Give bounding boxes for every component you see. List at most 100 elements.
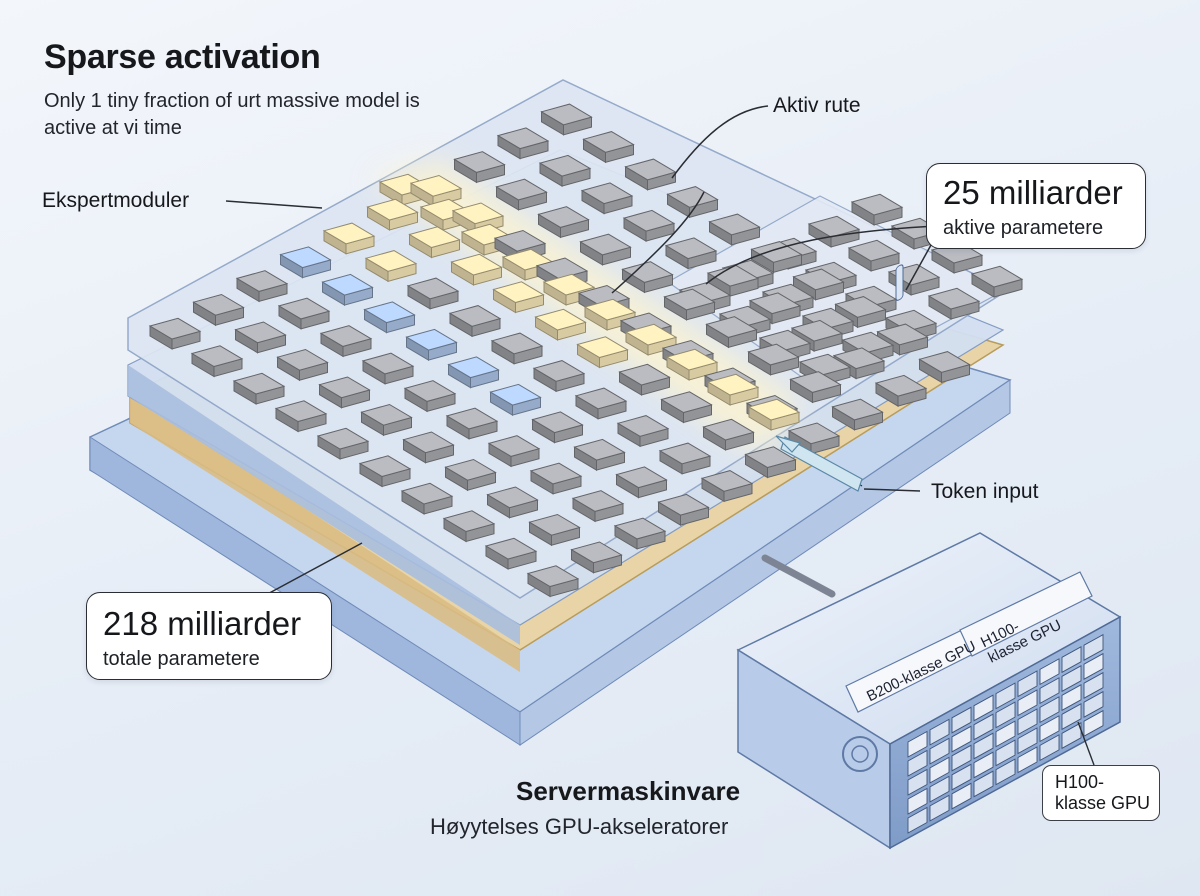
expert-module: [579, 233, 632, 266]
active-expert-module: [583, 298, 637, 331]
active-expert-module: [665, 348, 719, 381]
drive-bay: [907, 730, 928, 758]
expert-module: [490, 332, 544, 365]
drive-bay: [973, 770, 994, 798]
drive-bay: [995, 758, 1016, 786]
expert-module: [487, 435, 541, 468]
expert-module: [537, 206, 590, 239]
total-params-callout: 218 milliarder totale parametere: [86, 592, 332, 680]
expert-module: [484, 537, 538, 570]
expert-module: [235, 270, 289, 303]
expert-module: [192, 293, 245, 327]
expert-module: [621, 261, 674, 294]
drive-bay: [1017, 670, 1038, 698]
expert-module: [489, 383, 542, 416]
expert-module: [615, 466, 668, 499]
drive-bay: [1083, 652, 1104, 680]
drive-bay: [1083, 633, 1104, 661]
gold-layer-side: [130, 393, 520, 672]
base-plate-front: [519, 379, 1011, 746]
expert-module: [747, 343, 800, 376]
active-expert-module: [747, 398, 801, 431]
expert-module: [361, 352, 415, 385]
active-expert-module: [450, 253, 503, 286]
expert-module: [234, 321, 287, 354]
drive-bay: [951, 725, 972, 753]
drive-bay: [995, 739, 1016, 767]
expert-module: [970, 265, 1024, 298]
expert-module: [274, 400, 328, 433]
expert-module: [664, 237, 718, 270]
expert-module: [486, 486, 539, 519]
drive-bay: [1061, 684, 1082, 712]
expert-module: [442, 510, 496, 543]
drive-bay: [951, 706, 972, 734]
drive-bay: [929, 794, 950, 822]
active-expert-module: [624, 323, 678, 356]
drive-bay: [1061, 646, 1082, 674]
drive-bay: [929, 756, 950, 784]
drive-bay: [951, 744, 972, 772]
expert-module: [705, 316, 758, 349]
expert-module: [402, 431, 455, 464]
expert-module: [316, 427, 370, 460]
expert-module: [400, 482, 454, 515]
drive-bay: [1017, 689, 1038, 717]
active-expert-module: [322, 222, 376, 255]
active-params-value: 25 milliarder: [943, 174, 1123, 211]
drive-bay: [907, 768, 928, 796]
expert-module: [850, 193, 904, 226]
drive-bay: [929, 737, 950, 765]
drive-bay: [1083, 709, 1104, 737]
drive-bay: [1017, 727, 1038, 755]
expert-module: [531, 411, 584, 444]
drive-bay: [1083, 671, 1104, 699]
expert-module: [666, 186, 719, 219]
expert-module: [279, 246, 332, 279]
active-expert-module: [364, 250, 418, 283]
active-expert-module: [534, 308, 587, 341]
page-title: Sparse activation: [44, 38, 321, 76]
total-params-caption: totale parametere: [103, 648, 260, 670]
drive-bay: [995, 682, 1016, 710]
expert-module: [613, 517, 667, 550]
expert-module: [453, 151, 506, 184]
active-route-leader-b: [611, 191, 705, 294]
drive-bay: [929, 775, 950, 803]
expert-module: [538, 154, 592, 187]
expert-module: [847, 239, 901, 272]
server-subtitle: Høyytelses GPU-akseleratorer: [430, 814, 729, 839]
expert-module: [444, 458, 497, 492]
drive-bay: [1039, 715, 1060, 743]
expert-module: [831, 398, 884, 431]
server-handle-left: [895, 264, 904, 301]
expert-module: [445, 407, 499, 440]
expert-module: [582, 131, 635, 164]
expert-module: [574, 387, 628, 420]
drive-bay: [1061, 722, 1082, 750]
expert-module: [571, 490, 625, 523]
active-route-leader-a: [671, 105, 769, 179]
h100-side-label-text: H100- klasse GPU: [1055, 772, 1151, 813]
active-params-caption: aktive parametere: [943, 217, 1104, 239]
active-params-callout: 25 milliarder aktive parametere: [926, 163, 1146, 249]
drive-bay: [951, 782, 972, 810]
active-expert-module: [366, 198, 419, 231]
blue-layer-side: [128, 365, 520, 645]
drive-bay: [1039, 734, 1060, 762]
expert-module: [321, 273, 374, 306]
expert-module: [660, 391, 713, 424]
drive-bay: [929, 718, 950, 746]
expert-module: [700, 470, 754, 503]
expert-module: [708, 213, 761, 246]
drive-bay: [1017, 746, 1038, 774]
total-params-value: 218 milliarder: [103, 605, 302, 642]
expert-module: [277, 297, 331, 330]
active-expert-module: [408, 226, 461, 259]
active-route-label: Aktiv rute: [773, 94, 861, 117]
drive-bay: [995, 720, 1016, 748]
expert-module: [318, 376, 371, 409]
expert-module: [658, 442, 712, 475]
expert-module: [148, 317, 202, 350]
expert-module: [657, 493, 710, 526]
